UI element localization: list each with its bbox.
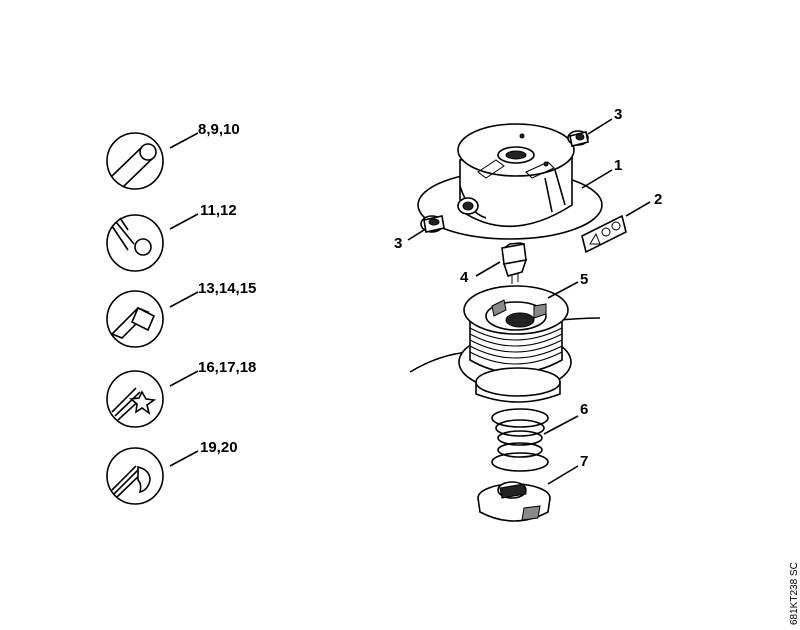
serrated-line-icon [106, 447, 164, 505]
leader-line [169, 132, 199, 149]
callout-housing: 1 [614, 157, 622, 174]
line-option-serrated: 19,20 [106, 439, 238, 505]
warning-decal-part [581, 214, 627, 254]
line-option-square: 13,14,15 [106, 280, 256, 348]
callout-spring: 6 [580, 401, 588, 418]
callout-bolt: 4 [460, 269, 469, 286]
leader-line [169, 291, 199, 308]
line-option-label: 8,9,10 [198, 121, 240, 138]
callout-cap: 7 [580, 453, 588, 470]
leader-line [169, 370, 199, 387]
star-line-icon [106, 370, 164, 428]
spool-part [409, 285, 601, 403]
callout-spool: 5 [580, 271, 588, 288]
square-line-icon [106, 290, 164, 348]
line-option-label: 13,14,15 [198, 280, 256, 297]
line-option-twisted: 11,12 [106, 202, 237, 272]
line-option-label: 16,17,18 [198, 359, 256, 376]
leader-line [169, 213, 199, 230]
line-option-round: 8,9,10 [106, 121, 240, 190]
cap-part [477, 481, 551, 522]
line-option-label: 19,20 [200, 439, 238, 456]
line-option-label: 11,12 [200, 202, 237, 219]
eyelet-top-part [567, 130, 589, 147]
leader-line [169, 450, 199, 467]
housing-part [417, 123, 603, 240]
callout-decal: 2 [654, 191, 662, 208]
callout-leaders [407, 118, 651, 485]
twisted-line-icon [106, 214, 164, 272]
diagram-code: 681KT238 SC [789, 562, 800, 625]
callout-eyelet-left: 3 [394, 235, 402, 252]
eyelet-left-part [420, 215, 445, 233]
spring-part [491, 408, 549, 472]
round-line-icon [106, 132, 164, 190]
line-option-star: 16,17,18 [106, 359, 256, 428]
bolt-part [501, 242, 528, 284]
callout-eyelet-top: 3 [614, 106, 622, 123]
